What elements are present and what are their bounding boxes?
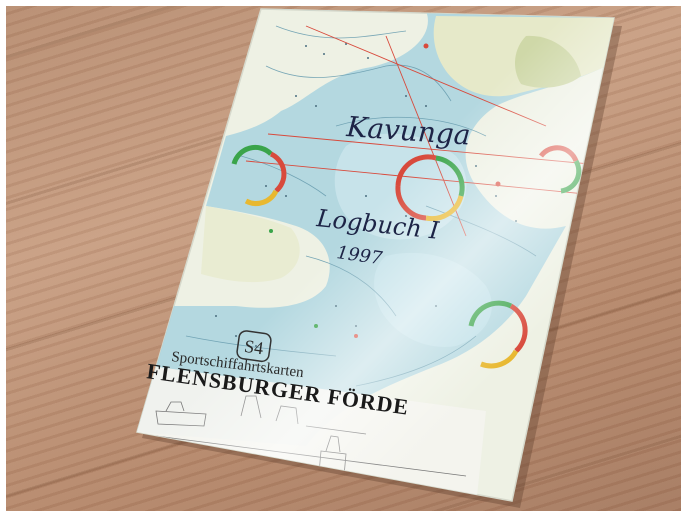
chart-number: S4 bbox=[243, 336, 265, 358]
light-glare bbox=[137, 9, 614, 501]
logbook: Kavunga Logbuch I 1997 S4 Sportschiffahr… bbox=[136, 8, 622, 508]
chart-number-badge: S4 bbox=[236, 330, 272, 363]
photo: Kavunga Logbuch I 1997 S4 Sportschiffahr… bbox=[6, 6, 681, 511]
